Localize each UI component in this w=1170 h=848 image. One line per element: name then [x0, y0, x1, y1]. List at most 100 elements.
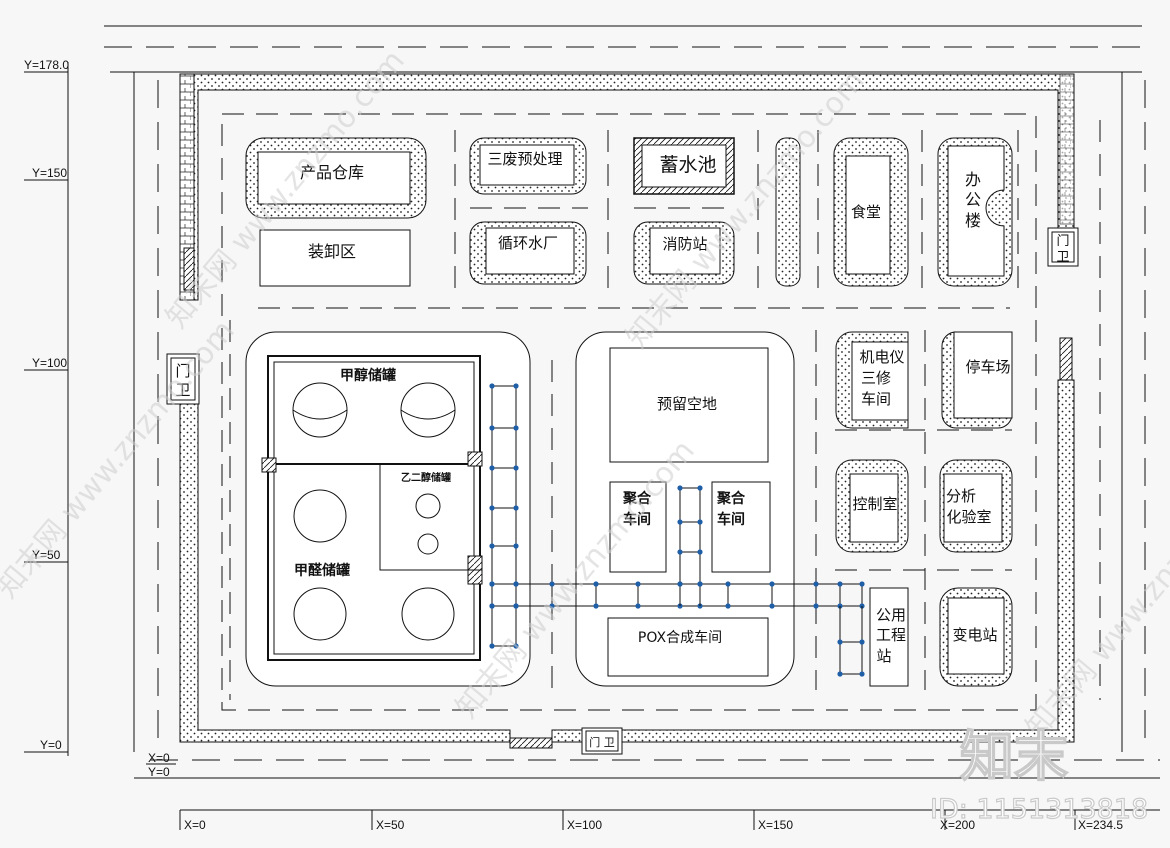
pipe-node	[549, 603, 555, 609]
utility-station: 公用 工程 站	[869, 587, 909, 687]
pipe-node	[489, 505, 495, 511]
gate-west-label-2: 卫	[175, 381, 190, 399]
inner-roads	[221, 113, 1101, 711]
pipe-node	[549, 581, 555, 587]
canteen-label: 食堂	[851, 203, 881, 221]
product-warehouse-label: 产品仓库	[300, 163, 364, 182]
y-tick-label: Y=50	[32, 548, 61, 562]
office-label-2: 公	[965, 190, 981, 209]
x-tick-label: X=0	[184, 818, 206, 832]
process-area: 预留空地 聚合 车间 聚合 车间 POX合成车间	[575, 331, 795, 687]
pipe-node	[513, 383, 519, 389]
circulating-water-plant: 循环水厂	[469, 221, 587, 285]
pipe-node	[697, 549, 703, 555]
waste-pretreatment: 三废预处理	[469, 137, 587, 195]
pipe-node	[489, 643, 495, 649]
pipe-node	[859, 671, 865, 677]
polymer-workshop-1-label-2: 车间	[623, 511, 651, 528]
ethylene-glycol-tank-label: 乙二醇储罐	[401, 471, 451, 484]
gate-east: 门 卫	[1047, 227, 1079, 267]
product-warehouse: 产品仓库	[245, 137, 427, 219]
pipe-node	[677, 485, 683, 491]
pipe-node	[489, 543, 495, 549]
pipe-node	[513, 581, 519, 587]
gate-west: 门 卫	[166, 353, 200, 405]
pipe-node	[697, 581, 703, 587]
pipe-node	[513, 465, 519, 471]
analysis-lab-label-1: 分析	[946, 487, 976, 505]
utility-station-label-1: 公用	[876, 606, 906, 624]
polymer-workshop-1-label-1: 聚合	[622, 490, 652, 507]
pipe-node	[725, 581, 731, 587]
pox-workshop-label: POX合成车间	[638, 629, 722, 646]
gate-south: 门 卫	[581, 727, 623, 755]
polymer-workshop-2-label-2: 车间	[717, 511, 745, 528]
circulating-water-label: 循环水厂	[498, 234, 558, 252]
pipe-node	[697, 485, 703, 491]
pipe-node	[513, 505, 519, 511]
canteen: 食堂	[833, 137, 909, 287]
pipe-node	[677, 581, 683, 587]
gate-west-label-1: 门	[175, 362, 190, 380]
pipe-node	[769, 581, 775, 587]
utility-station-label-2: 工程	[876, 626, 906, 644]
pipe-node	[635, 603, 641, 609]
analysis-lab-label-2: 化验室	[946, 508, 991, 526]
substation: 变电站	[939, 587, 1013, 687]
loading-area-label: 装卸区	[308, 242, 356, 261]
x-tick-label: X=50	[376, 818, 405, 832]
pipe-node	[859, 639, 865, 645]
pipe-node	[813, 603, 819, 609]
pipe-node	[813, 581, 819, 587]
outer-roads	[104, 25, 1160, 779]
loading-area: 装卸区	[259, 229, 411, 287]
pipe-racks	[489, 383, 865, 677]
repair-workshop: 机电仪 三修 车间	[835, 331, 909, 429]
pipe-node	[837, 671, 843, 677]
pipe-node	[513, 543, 519, 549]
repair-workshop-label-1: 机电仪	[859, 348, 904, 366]
y-axis: Y=178.0 Y=150 Y=100 Y=50 Y=0 X=0 Y=0	[24, 58, 176, 779]
control-room: 控制室	[835, 459, 909, 553]
methanol-tank-label: 甲醇储罐	[340, 367, 396, 384]
x-tick-label: X=150	[758, 818, 793, 832]
brand-logo: 知末	[960, 725, 1068, 788]
gate-east-label-1: 门	[1056, 234, 1069, 249]
pipe-node	[593, 603, 599, 609]
y-tick-label: Y=178.0	[24, 58, 69, 72]
parking: 停车场	[941, 331, 1013, 429]
pipe-node	[513, 603, 519, 609]
parking-label: 停车场	[965, 358, 1010, 376]
repair-workshop-label-2: 三修	[861, 369, 891, 387]
y-tick-label: Y=100	[32, 356, 67, 370]
x-axis: X=0 X=50 X=100 X=150 X=200 X=234.5	[179, 809, 1160, 832]
narrow-strip	[775, 137, 801, 287]
reservoir: 蓄水池	[633, 137, 735, 195]
pipe-node	[769, 603, 775, 609]
origin-x-label: X=0	[148, 751, 170, 765]
control-room-label: 控制室	[852, 495, 897, 513]
x-tick-label: X=200	[940, 818, 975, 832]
gate-south-label: 门 卫	[589, 735, 615, 749]
pipe-node	[725, 603, 731, 609]
gate-east-label-2: 卫	[1056, 250, 1069, 265]
pipe-node	[489, 581, 495, 587]
origin-y-label: Y=0	[148, 765, 170, 779]
repair-workshop-label-3: 车间	[861, 390, 891, 408]
pipe-node	[489, 603, 495, 609]
utility-station-label-3: 站	[876, 647, 891, 665]
pipe-node	[489, 383, 495, 389]
watermark-text: 知末网 www.znzmo.com	[1019, 454, 1170, 745]
formaldehyde-tank-label: 甲醛储罐	[294, 562, 350, 579]
pipe-node	[677, 519, 683, 525]
waste-pretreatment-label: 三废预处理	[487, 150, 562, 168]
fire-station: 消防站	[633, 221, 735, 285]
y-tick-label: Y=0	[40, 738, 62, 752]
office-label-3: 楼	[965, 211, 981, 230]
analysis-lab: 分析 化验室	[939, 459, 1013, 553]
reserved-land-label: 预留空地	[657, 395, 717, 413]
fire-station-label: 消防站	[662, 235, 707, 253]
reservoir-label: 蓄水池	[659, 154, 716, 176]
pipe-node	[837, 639, 843, 645]
